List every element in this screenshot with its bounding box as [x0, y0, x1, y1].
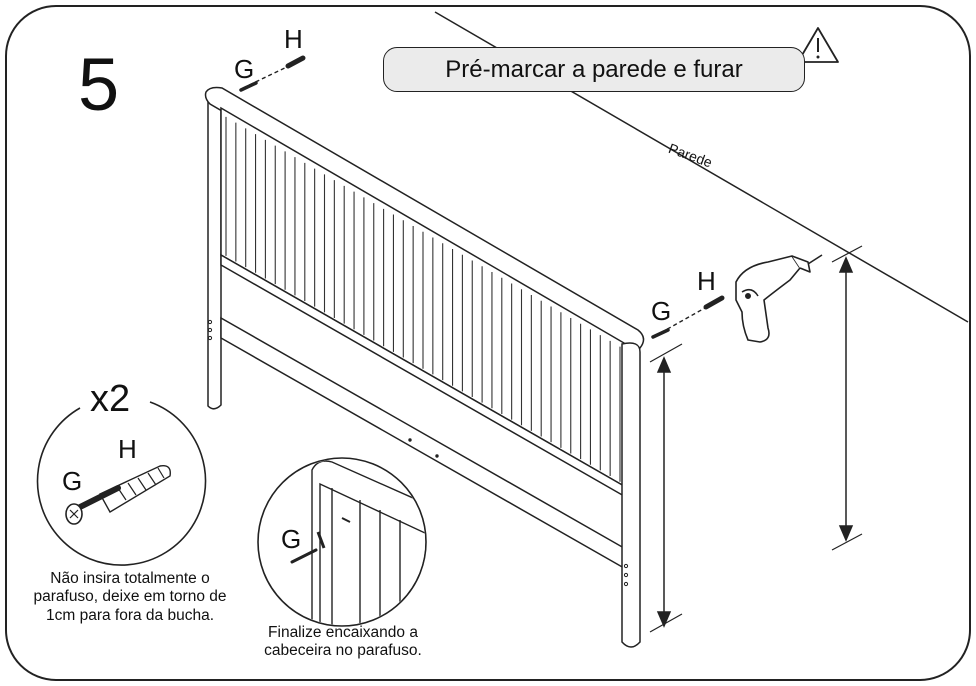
note-middle: Finalize encaixando a cabeceira no paraf… — [264, 624, 422, 660]
instruction-banner: Pré-marcar a parede e furar — [383, 47, 805, 92]
top-screw-plug — [239, 55, 306, 92]
label-h-detail: H — [118, 434, 137, 464]
label-g-top: G — [234, 54, 255, 84]
note-left: Não insira totalmente o parafuso, deixe … — [33, 570, 227, 624]
label-g-right: G — [651, 296, 672, 326]
label-g-detail: G — [62, 466, 83, 496]
label-g-middle: G — [281, 524, 302, 554]
label-h-top: H — [284, 24, 303, 54]
step-number: 5 — [78, 43, 120, 126]
quantity-label: x2 — [90, 378, 131, 420]
headboard-slats — [225, 116, 621, 482]
dimension-arrows — [649, 245, 863, 633]
banner-text: Pré-marcar a parede e furar — [445, 56, 743, 83]
detail-circle-left — [36, 401, 207, 566]
page-border — [5, 5, 971, 681]
right-screw-plug — [651, 295, 725, 339]
warning-triangle-icon — [797, 27, 839, 63]
drill-icon — [735, 254, 823, 343]
label-h-right: H — [697, 266, 716, 296]
leg-holes — [207, 319, 629, 587]
